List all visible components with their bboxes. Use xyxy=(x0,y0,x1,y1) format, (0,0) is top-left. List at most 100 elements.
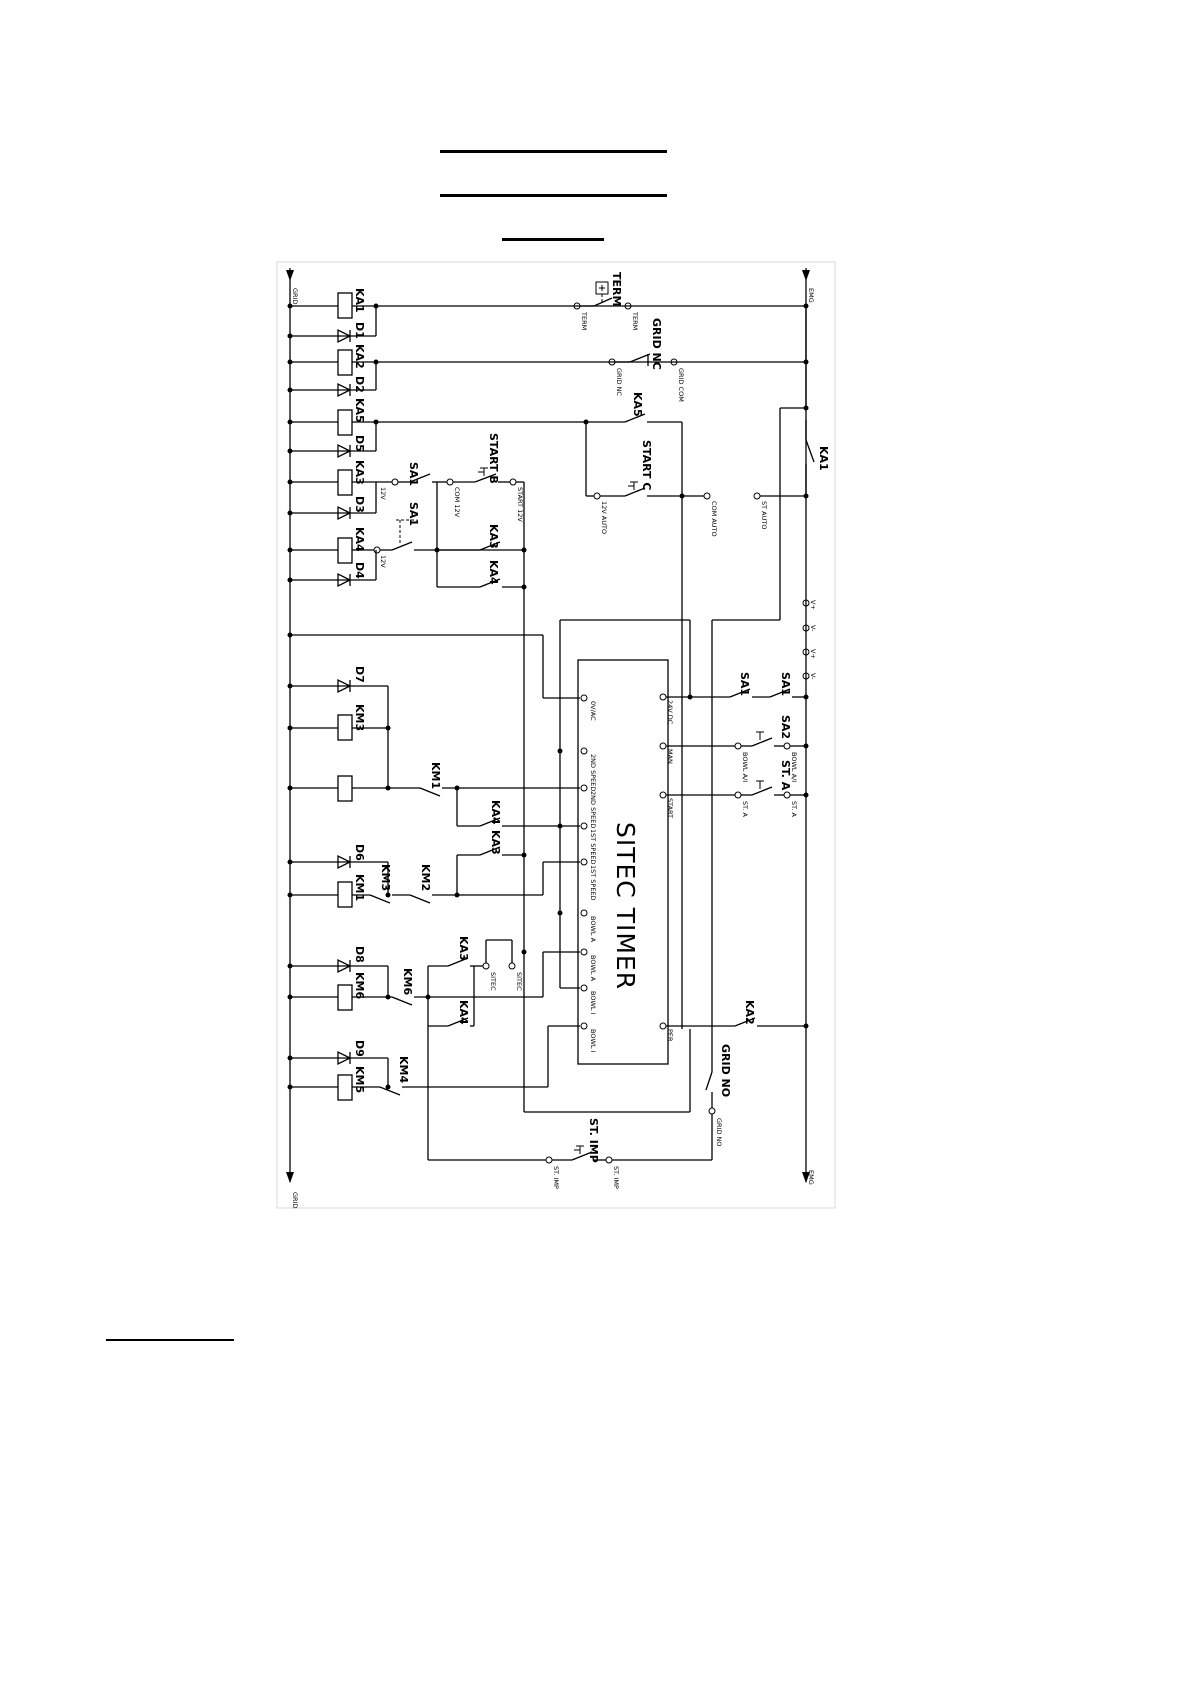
label-km5: KM5 xyxy=(353,1066,366,1093)
st-a-switch xyxy=(666,780,806,799)
timer-pin-label-left-4: 1ST SPEED xyxy=(589,865,597,901)
label-sa2: SA2 xyxy=(779,715,792,739)
label-d3: D3 xyxy=(353,496,366,513)
terminal-term-left: TERM xyxy=(580,311,588,330)
label-d7: D7 xyxy=(353,666,366,683)
terminal-st-imp-right: ST. IMP xyxy=(612,1166,620,1189)
timer-pin-right-3 xyxy=(659,1022,667,1030)
label-start-c: START C xyxy=(640,440,653,490)
label-ka4: KA4 xyxy=(353,527,366,552)
timer-pin-label-left-2: 2ND SPEED xyxy=(589,791,597,828)
terminal-com-12v: COM 12V xyxy=(453,487,461,518)
header-rule-2 xyxy=(440,194,667,197)
terminal-grid-nc: GRID NC xyxy=(615,368,623,396)
timer-pin-left-2 xyxy=(580,784,588,792)
terminal-bowl-a-right: BOWL A/I xyxy=(790,752,798,782)
footer-rule xyxy=(106,1339,234,1341)
label-d8: D8 xyxy=(353,946,366,963)
ka2-contact xyxy=(666,1017,806,1027)
timer-pin-left-8 xyxy=(580,1022,588,1030)
ka4-contact xyxy=(437,578,524,588)
label-term: TERM xyxy=(610,272,623,306)
label-st-a: ST. A xyxy=(779,760,792,791)
label-ka3-sitec: KA3 xyxy=(457,936,470,961)
label-km4-contact: KM4 xyxy=(397,1056,410,1083)
diode-d1 xyxy=(290,328,376,344)
timer-pin-label-left-5: BOWL A xyxy=(589,916,597,943)
rail-label-grid-bottom: GRID xyxy=(291,1192,299,1208)
timer-pin-right-2 xyxy=(659,791,667,799)
timer-pin-left-5 xyxy=(580,909,588,917)
label-ka4-contact: KA4 xyxy=(487,560,500,585)
label-km3: KM3 xyxy=(353,704,366,731)
timer-pin-label-left-1: 2ND SPEED xyxy=(589,754,597,791)
coil-ka3 xyxy=(290,469,377,521)
label-ka3-contact: KA3 xyxy=(487,524,500,549)
label-km3-contact: KM3 xyxy=(379,864,392,891)
header-rule-1 xyxy=(440,150,667,153)
label-st-imp: ST. IMP xyxy=(587,1118,600,1163)
terminal-st-auto: ST AUTO xyxy=(760,501,768,529)
timer-pin-label-left-8: BOWL I xyxy=(589,1029,597,1053)
coil-km6 xyxy=(290,951,580,1011)
diode-d6 xyxy=(290,854,389,895)
terminal-v4: V- xyxy=(809,673,817,680)
label-ka5-contact: KA5 xyxy=(631,392,644,417)
coil-km5 xyxy=(290,1025,580,1101)
label-ka5: KA5 xyxy=(353,398,366,423)
grid-no-contact xyxy=(705,1071,716,1160)
sitec-timer-title: SITEC TIMER xyxy=(611,822,640,990)
label-sa1-a: SA1 xyxy=(407,462,420,486)
coil-km1 xyxy=(290,861,580,908)
label-sa1-b: SA1 xyxy=(407,502,420,526)
timer-pin-label-right-3: PER xyxy=(666,1029,674,1042)
timer-pin-label-right-0: 24V DC xyxy=(666,700,674,725)
label-km1: KM1 xyxy=(353,874,366,901)
label-ka4-speed: KA4 xyxy=(489,800,502,825)
coil-km3 xyxy=(290,714,388,741)
power-terminals xyxy=(802,599,810,680)
timer-pin-label-left-7: BOWL I xyxy=(589,991,597,1015)
label-d1: D1 xyxy=(353,322,366,339)
label-start-b: START B xyxy=(487,433,500,484)
terminal-12v-auto: 12V AUTO xyxy=(600,501,608,534)
label-km6-contact: KM6 xyxy=(401,968,414,995)
timer-pin-label-left-0: 0V/AC xyxy=(589,701,597,721)
timer-loop-wires xyxy=(290,619,780,1113)
timer-pin-right-1 xyxy=(659,742,667,750)
label-d4: D4 xyxy=(353,562,366,579)
label-d6: D6 xyxy=(353,844,366,861)
timer-pin-right-0 xyxy=(659,693,667,701)
terminal-v3: V+ xyxy=(809,649,817,659)
timer-pin-left-6 xyxy=(580,948,588,956)
sitec-jumper xyxy=(427,939,516,1160)
terminal-sitec-right: SITEC xyxy=(515,972,523,991)
label-ka2: KA2 xyxy=(353,344,366,369)
junction-dots xyxy=(287,303,809,1090)
label-d2: D2 xyxy=(353,376,366,393)
st-imp-button xyxy=(428,1145,712,1164)
timer-pin-label-left-3: 1ST SPEED xyxy=(589,829,597,865)
timer-pin-label-left-6: BOWL A xyxy=(589,955,597,982)
timer-pin-left-3 xyxy=(580,822,588,830)
label-km1-contact: KM1 xyxy=(429,762,442,789)
terminal-sitec-left: SITEC xyxy=(489,972,497,991)
terminal-12v-1: 12V xyxy=(379,487,387,500)
terminal-term-right: TERM xyxy=(631,311,639,330)
sa1-switch-a xyxy=(352,473,454,486)
ka5-start-c-branch xyxy=(585,413,711,1029)
label-d9: D9 xyxy=(353,1040,366,1057)
label-ka1: KA1 xyxy=(353,288,366,313)
terminal-st-a-left: ST. A xyxy=(741,801,749,817)
term-contact xyxy=(573,281,632,310)
schematic-frame xyxy=(276,261,836,1209)
label-grid-nc: GRID NC xyxy=(650,318,663,370)
terminal-grid-no: GRID NO xyxy=(715,1118,723,1147)
label-grid-no: GRID NO xyxy=(719,1044,732,1097)
label-ka3-speed: KA3 xyxy=(489,830,502,855)
terminal-12v-2: 12V xyxy=(379,555,387,568)
grid-nc-contact xyxy=(608,353,678,366)
terminal-v2: V- xyxy=(809,625,817,632)
ka1-contact xyxy=(753,306,815,620)
